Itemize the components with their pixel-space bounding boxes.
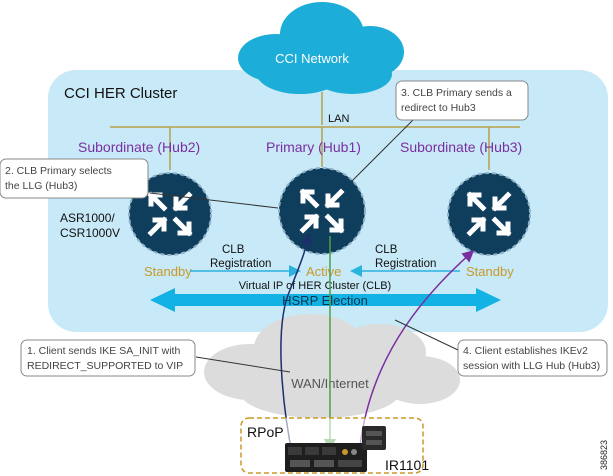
cci-network-label: CCI Network [275, 51, 349, 66]
router-icon-hub3 [447, 172, 531, 256]
hub1-role: Primary (Hub1) [266, 139, 361, 155]
flow-ikev2-to-hub3 [359, 249, 475, 447]
callout-step1 [20, 339, 196, 377]
callout-step4-line1: 4. Client establishes IKEv2 [463, 345, 588, 357]
callout2-leader [149, 192, 279, 209]
callout-step1-line1: 1. Client sends IKE SA_INIT with [27, 345, 180, 357]
callout-step2-line2: the LLG (Hub3) [5, 180, 77, 192]
clb-right-line1: CLB [375, 244, 398, 256]
callout4-leader [394, 319, 459, 351]
model-label-line2: CSR1000V [60, 226, 120, 240]
model-label-line1: ASR1000/ [60, 211, 115, 225]
callout1-leader [195, 356, 291, 373]
figure-id: 386823 [599, 440, 609, 470]
router-icon-hub2 [128, 172, 212, 256]
callout-step1-line2: REDIRECT_SUPPORTED to VIP [27, 360, 183, 372]
cluster-title: CCI HER Cluster [64, 85, 177, 102]
clb-left-line1: CLB [222, 244, 245, 256]
ir1101-router-image [285, 426, 386, 472]
clb-left-line2: Registration [210, 258, 271, 270]
hsrp-label: HSRP Election [282, 293, 368, 308]
cci-network-cloud [238, 2, 404, 94]
hub3-role: Subordinate (Hub3) [400, 139, 522, 155]
callout-step3-line1: 3. CLB Primary sends a [401, 87, 512, 99]
clb-right-line2: Registration [375, 258, 436, 270]
callout3-leader [351, 119, 414, 182]
lan-label: LAN [328, 113, 349, 125]
callout-step4 [457, 339, 608, 377]
hsrp-election-arrow [150, 288, 501, 312]
callout-step2 [0, 158, 149, 199]
ir1101-label: IR1101 [385, 457, 429, 473]
callout-step4-line2: session with LLG Hub (Hub3) [463, 360, 600, 372]
hub2-state: Standby [144, 264, 192, 279]
callout-step2-line1: 2. CLB Primary selects [5, 165, 112, 177]
rpop-label: RPoP [247, 424, 284, 440]
hub2-role: Subordinate (Hub2) [78, 139, 200, 155]
router-icon-hub1 [278, 167, 366, 255]
vip-label: Virtual IP of HER Cluster (CLB) [239, 280, 391, 292]
hub3-state: Standby [466, 264, 514, 279]
callout-step3 [395, 80, 529, 121]
hub1-state: Active [306, 264, 341, 279]
callout-step3-line2: redirect to Hub3 [401, 102, 476, 114]
